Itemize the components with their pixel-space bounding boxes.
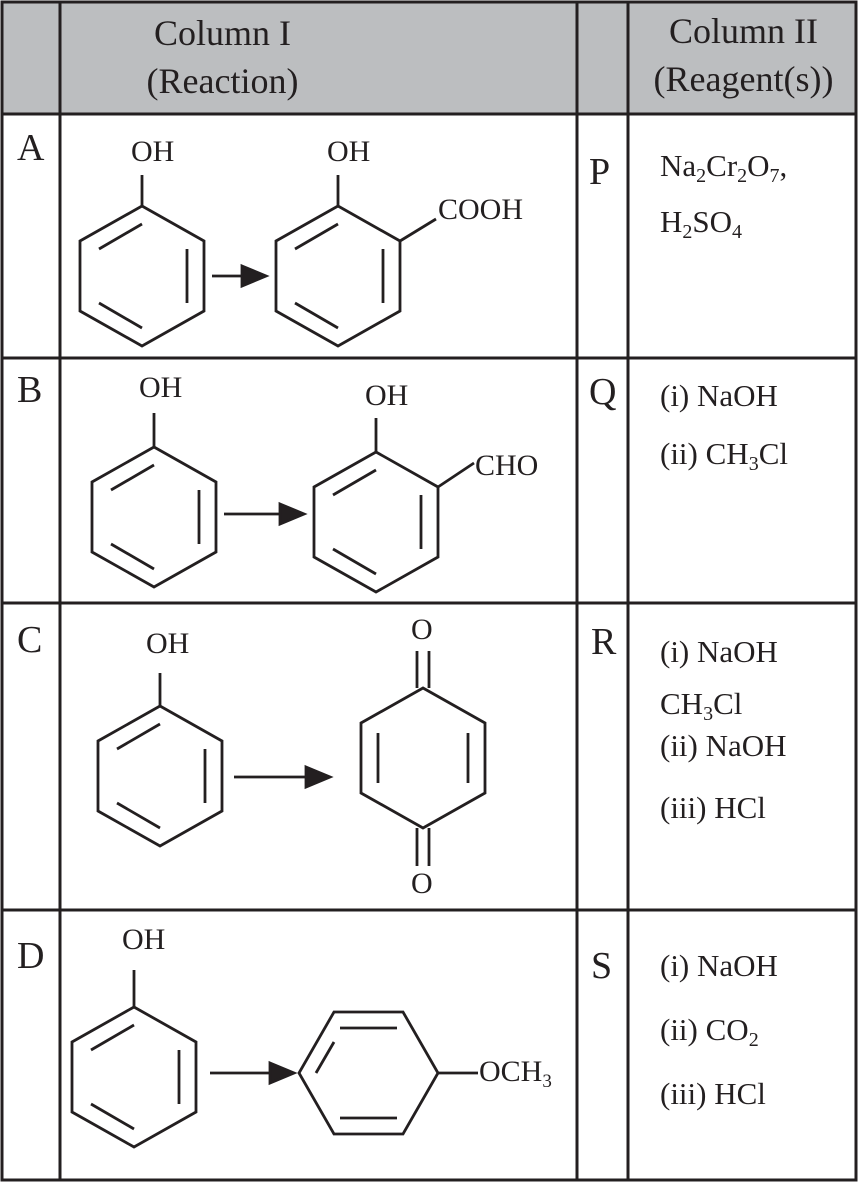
row-d-letter: D [17, 935, 45, 977]
reagent-q-line-2: (ii) CH3Cl [660, 436, 788, 475]
column-1-title: Column I [153, 13, 291, 53]
row-d-product-och3-label: OCH3 [479, 1055, 552, 1092]
row-b-code: Q [589, 371, 617, 413]
row-b-product-salicylaldehyde-structure [312, 418, 475, 594]
row-b-product-oh-label: OH [365, 379, 409, 412]
row-c-letter: C [17, 619, 43, 661]
row-c-product-benzoquinone-structure [359, 651, 487, 866]
reagent-p-line-2: H2SO4 [660, 204, 743, 243]
row-b-product-cho-label: CHO [475, 449, 539, 482]
row-a-product-salicylic-acid-structure [274, 175, 437, 348]
row-a-product-oh-label: OH [327, 135, 371, 168]
row-c-reactant-phenol-structure [96, 673, 224, 848]
reagent-s-line-2: (ii) CO2 [660, 1012, 759, 1051]
row-d-reaction-arrow [210, 1060, 298, 1086]
reagent-r-line-3: (ii) NaOH [660, 728, 787, 763]
reagent-p-line-1: Na2Cr2O7, [660, 148, 788, 187]
row-b-letter: B [17, 369, 43, 411]
row-c-product-bottom-o-label: O [411, 867, 433, 900]
row-c-product-top-o-label: O [411, 613, 433, 646]
column-1-subtitle: (Reaction) [146, 61, 299, 101]
reagent-r-line-2: CH3Cl [660, 686, 743, 725]
row-a-product-cooh-label: COOH [438, 193, 524, 226]
column-2-subtitle: (Reagent(s)) [653, 59, 834, 99]
row-d-reactant-oh-label: OH [122, 923, 166, 956]
row-a-code: P [589, 151, 611, 193]
reagent-r-line-4: (iii) HCl [660, 790, 766, 825]
header-background [2, 2, 856, 114]
row-a-reaction-arrow [212, 263, 270, 289]
reagent-r-line-1: (i) NaOH [660, 634, 778, 669]
row-d-product-methoxybenzene-structure [297, 1010, 478, 1136]
row-b-reactant-oh-label: OH [139, 371, 183, 404]
row-c-code: R [591, 621, 617, 663]
row-c-reactant-oh-label: OH [146, 627, 190, 660]
row-a-letter: A [17, 127, 45, 169]
row-a-reactant-phenol-structure [78, 175, 206, 348]
row-c-reaction-arrow [234, 764, 334, 790]
column-2-title: Column II [669, 11, 818, 51]
row-b-reactant-phenol-structure [90, 413, 218, 589]
row-b-reaction-arrow [224, 501, 308, 527]
reagent-s-line-3: (iii) HCl [660, 1076, 766, 1111]
reagent-s-line-1: (i) NaOH [660, 948, 778, 983]
row-d-code: S [591, 945, 613, 987]
reagent-q-line-1: (i) NaOH [660, 378, 778, 413]
row-d-reactant-phenol-structure [70, 970, 198, 1149]
row-a-reactant-oh-label: OH [131, 135, 175, 168]
